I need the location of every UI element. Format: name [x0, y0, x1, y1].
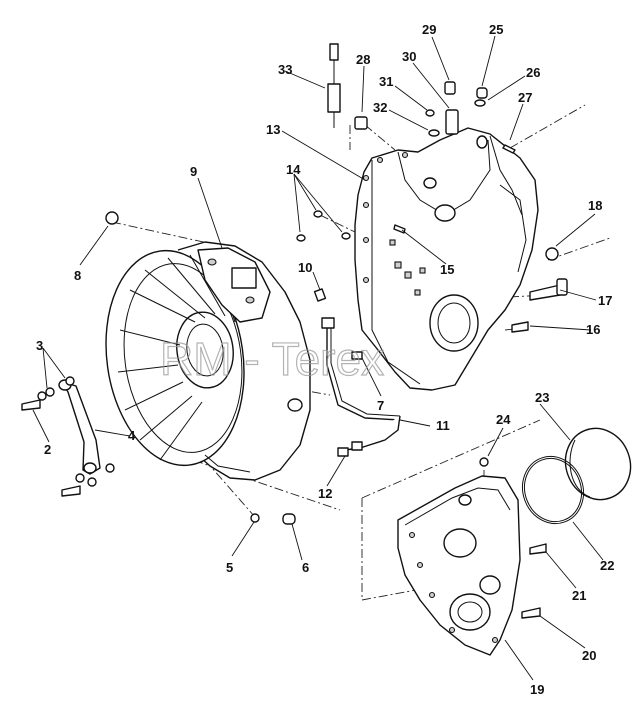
callout-32: 32 [373, 100, 387, 115]
watermark: RM - Terex [160, 333, 384, 385]
callout-4: 4 [128, 428, 136, 443]
callout-3: 3 [36, 338, 43, 353]
callout-28: 28 [356, 52, 370, 67]
callout-9: 9 [190, 164, 197, 179]
callout-33: 33 [278, 62, 292, 77]
transmission-housing [354, 127, 539, 391]
callout-27: 27 [518, 90, 532, 105]
callout-11: 11 [436, 418, 450, 433]
callout-12: 12 [318, 486, 332, 501]
callout-5: 5 [226, 560, 233, 575]
callout-19: 19 [530, 682, 544, 697]
callout-18: 18 [588, 198, 602, 213]
cover-and-seal [522, 427, 632, 525]
callout-30: 30 [402, 49, 416, 64]
callout-14: 14 [286, 162, 301, 177]
callout-7: 7 [377, 398, 384, 413]
callout-29: 29 [422, 22, 436, 37]
link-rod-assembly [21, 376, 115, 497]
bell-housing [105, 241, 311, 481]
callout-22: 22 [600, 558, 614, 573]
callout-8: 8 [74, 268, 81, 283]
callout-23: 23 [535, 390, 549, 405]
callout-15: 15 [440, 262, 454, 277]
callout-31: 31 [379, 74, 393, 89]
callout-17: 17 [598, 293, 612, 308]
callout-16: 16 [586, 322, 600, 337]
callout-26: 26 [526, 65, 540, 80]
callout-2: 2 [44, 442, 51, 457]
front-cover-plate [397, 475, 521, 656]
callout-13: 13 [266, 122, 280, 137]
callout-6: 6 [302, 560, 309, 575]
oil-line [313, 288, 401, 457]
callout-10: 10 [298, 260, 312, 275]
callout-25: 25 [489, 22, 503, 37]
callout-labels: 2 3 4 5 6 7 8 9 10 11 12 13 14 15 16 17 … [36, 22, 614, 697]
leader-lines [32, 35, 604, 681]
callout-20: 20 [582, 648, 596, 663]
callout-24: 24 [496, 412, 511, 427]
callout-21: 21 [572, 588, 586, 603]
